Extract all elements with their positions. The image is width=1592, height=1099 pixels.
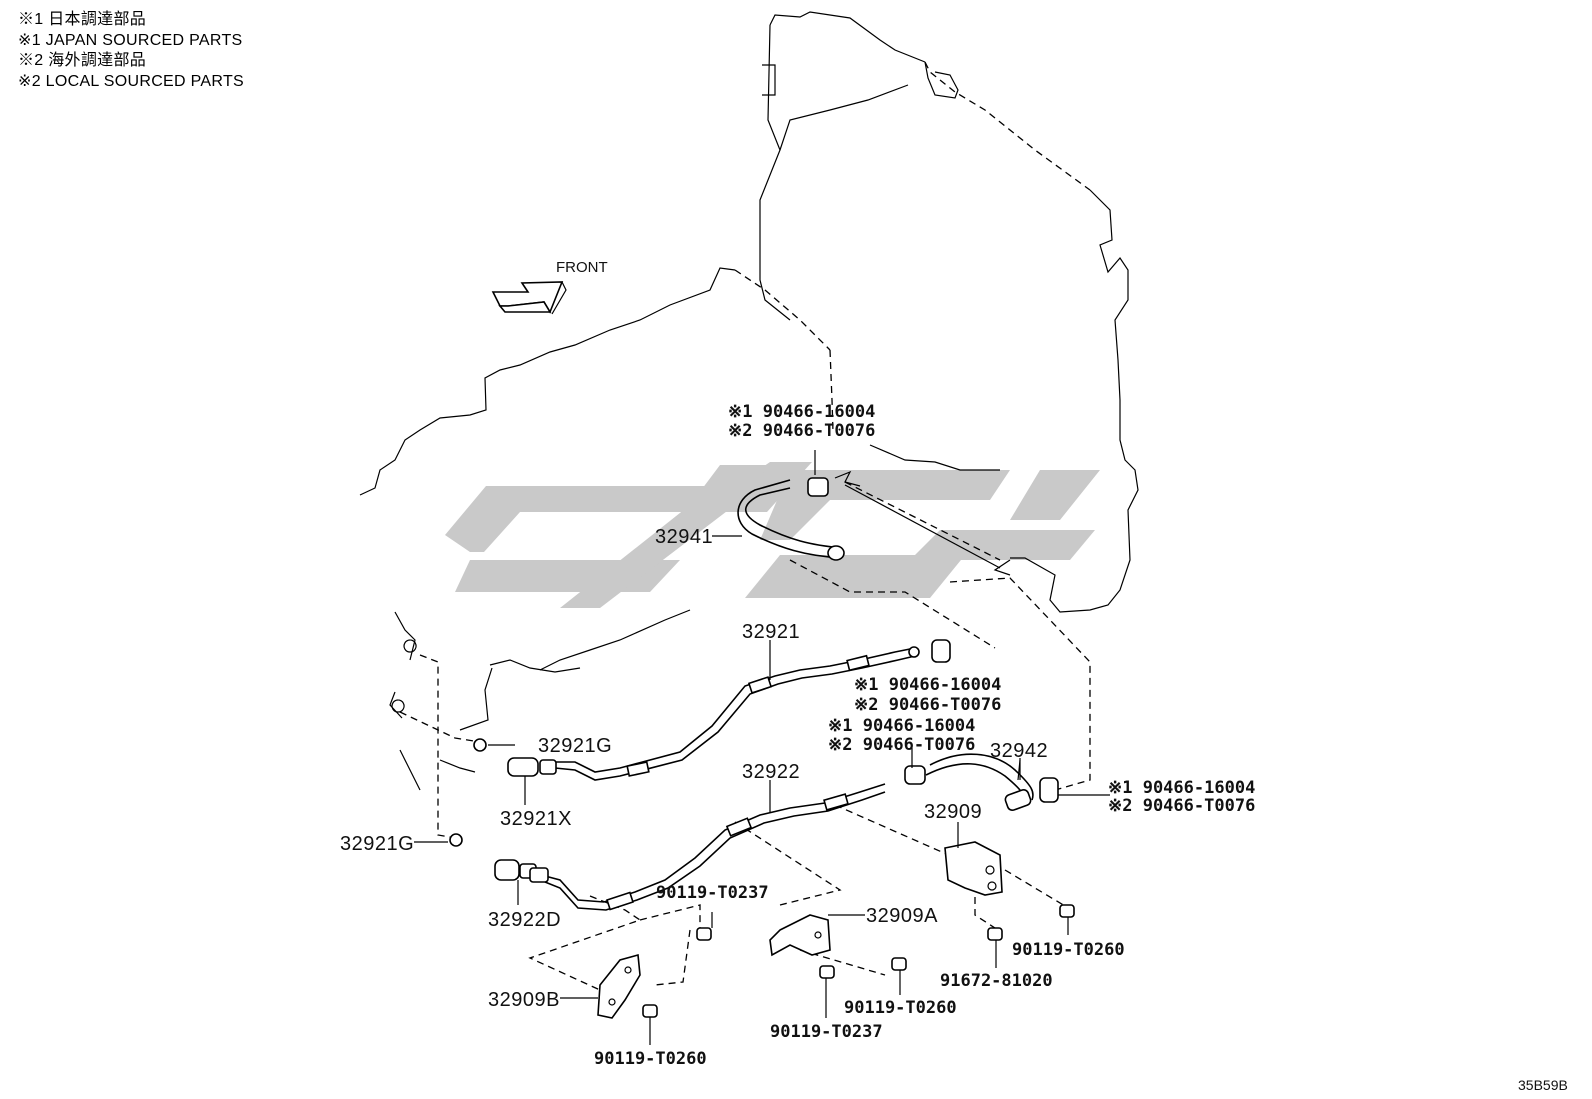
bracket-32909 xyxy=(944,841,1003,896)
legend-line-1: ※1 日本調達部品 xyxy=(18,11,147,28)
leader-clamp-top xyxy=(844,481,1001,561)
label-bolt-t0260-bottom: 90119-T0260 xyxy=(594,1049,707,1069)
label-bolt-t0237-b: 90119-T0237 xyxy=(770,1022,883,1042)
label-clamp-mid2-1: ※1 90466-16004 xyxy=(828,716,975,736)
label-32942: 32942 xyxy=(990,740,1048,762)
label-32909A: 32909A xyxy=(866,905,938,927)
hose-clamp-top xyxy=(807,470,861,497)
dashed-guides xyxy=(399,559,1091,991)
drawing-code: 35B59B xyxy=(1518,1077,1568,1093)
label-bolt-t0260-right: 90119-T0260 xyxy=(1012,940,1125,960)
pipe-32921 xyxy=(554,646,920,781)
fitting-32922D xyxy=(494,859,549,883)
gasket-32921G-top xyxy=(473,738,487,752)
label-clamp-top-2: ※2 90466-T0076 xyxy=(728,421,875,441)
bolt-t0260-bottom-icon xyxy=(642,1004,658,1045)
hose-clamp-mid xyxy=(931,639,951,663)
hose-clamp-right xyxy=(1039,777,1059,803)
watermark-logo xyxy=(445,462,1100,608)
legend-line-3: ※2 海外調達部品 xyxy=(18,52,147,69)
label-clamp-mid-2: ※2 90466-T0076 xyxy=(854,695,1001,715)
gasket-32921G-left xyxy=(449,833,463,847)
label-clamp-top-1: ※1 90466-16004 xyxy=(728,402,875,422)
front-label: FRONT xyxy=(556,259,608,276)
label-32921: 32921 xyxy=(742,621,800,643)
bolt-t0237-b-icon xyxy=(819,965,835,1018)
label-32922D: 32922D xyxy=(488,909,561,931)
label-32921X: 32921X xyxy=(500,808,572,830)
label-clamp-right-1: ※1 90466-16004 xyxy=(1108,778,1255,798)
pipe-32922 xyxy=(544,783,886,911)
label-bolt-t0237-a: 90119-T0237 xyxy=(656,883,769,903)
hose-32941 xyxy=(737,479,845,561)
label-bolt-81020: 91672-81020 xyxy=(940,971,1053,991)
hose-32942 xyxy=(904,753,1034,812)
bolt-t0237-a-icon xyxy=(696,912,713,941)
bolt-t0260-mid-icon xyxy=(891,957,907,995)
label-bolt-t0260-mid: 90119-T0260 xyxy=(844,998,957,1018)
label-32909: 32909 xyxy=(924,801,982,823)
fitting-32921X xyxy=(507,757,557,777)
label-32909B: 32909B xyxy=(488,989,560,1011)
engine-outline xyxy=(359,267,834,791)
label-clamp-mid2-2: ※2 90466-T0076 xyxy=(828,735,975,755)
label-clamp-right-2: ※2 90466-T0076 xyxy=(1108,796,1255,816)
legend-line-4: ※2 LOCAL SOURCED PARTS xyxy=(18,72,244,90)
radiator-outline xyxy=(759,11,1139,613)
bracket-32909A xyxy=(769,914,831,957)
label-clamp-mid-1: ※1 90466-16004 xyxy=(854,675,1001,695)
bolt-81020-icon xyxy=(987,927,1003,968)
label-32921G-top: 32921G xyxy=(538,735,612,757)
front-arrow-icon xyxy=(491,281,567,315)
bracket-32909B xyxy=(597,953,641,1019)
engine-bolt-icon-2 xyxy=(391,699,405,713)
bolt-t0260-right-icon xyxy=(1059,904,1075,935)
label-32922: 32922 xyxy=(742,761,800,783)
parts-legend: ※1 日本調達部品 ※1 JAPAN SOURCED PARTS ※2 海外調達… xyxy=(18,10,244,92)
engine-bolt-icon-1 xyxy=(403,639,417,653)
label-32941: 32941 xyxy=(655,526,713,548)
legend-line-2: ※1 JAPAN SOURCED PARTS xyxy=(18,31,243,49)
label-32921G-left: 32921G xyxy=(340,833,414,855)
radiator-pipe xyxy=(844,484,1001,569)
